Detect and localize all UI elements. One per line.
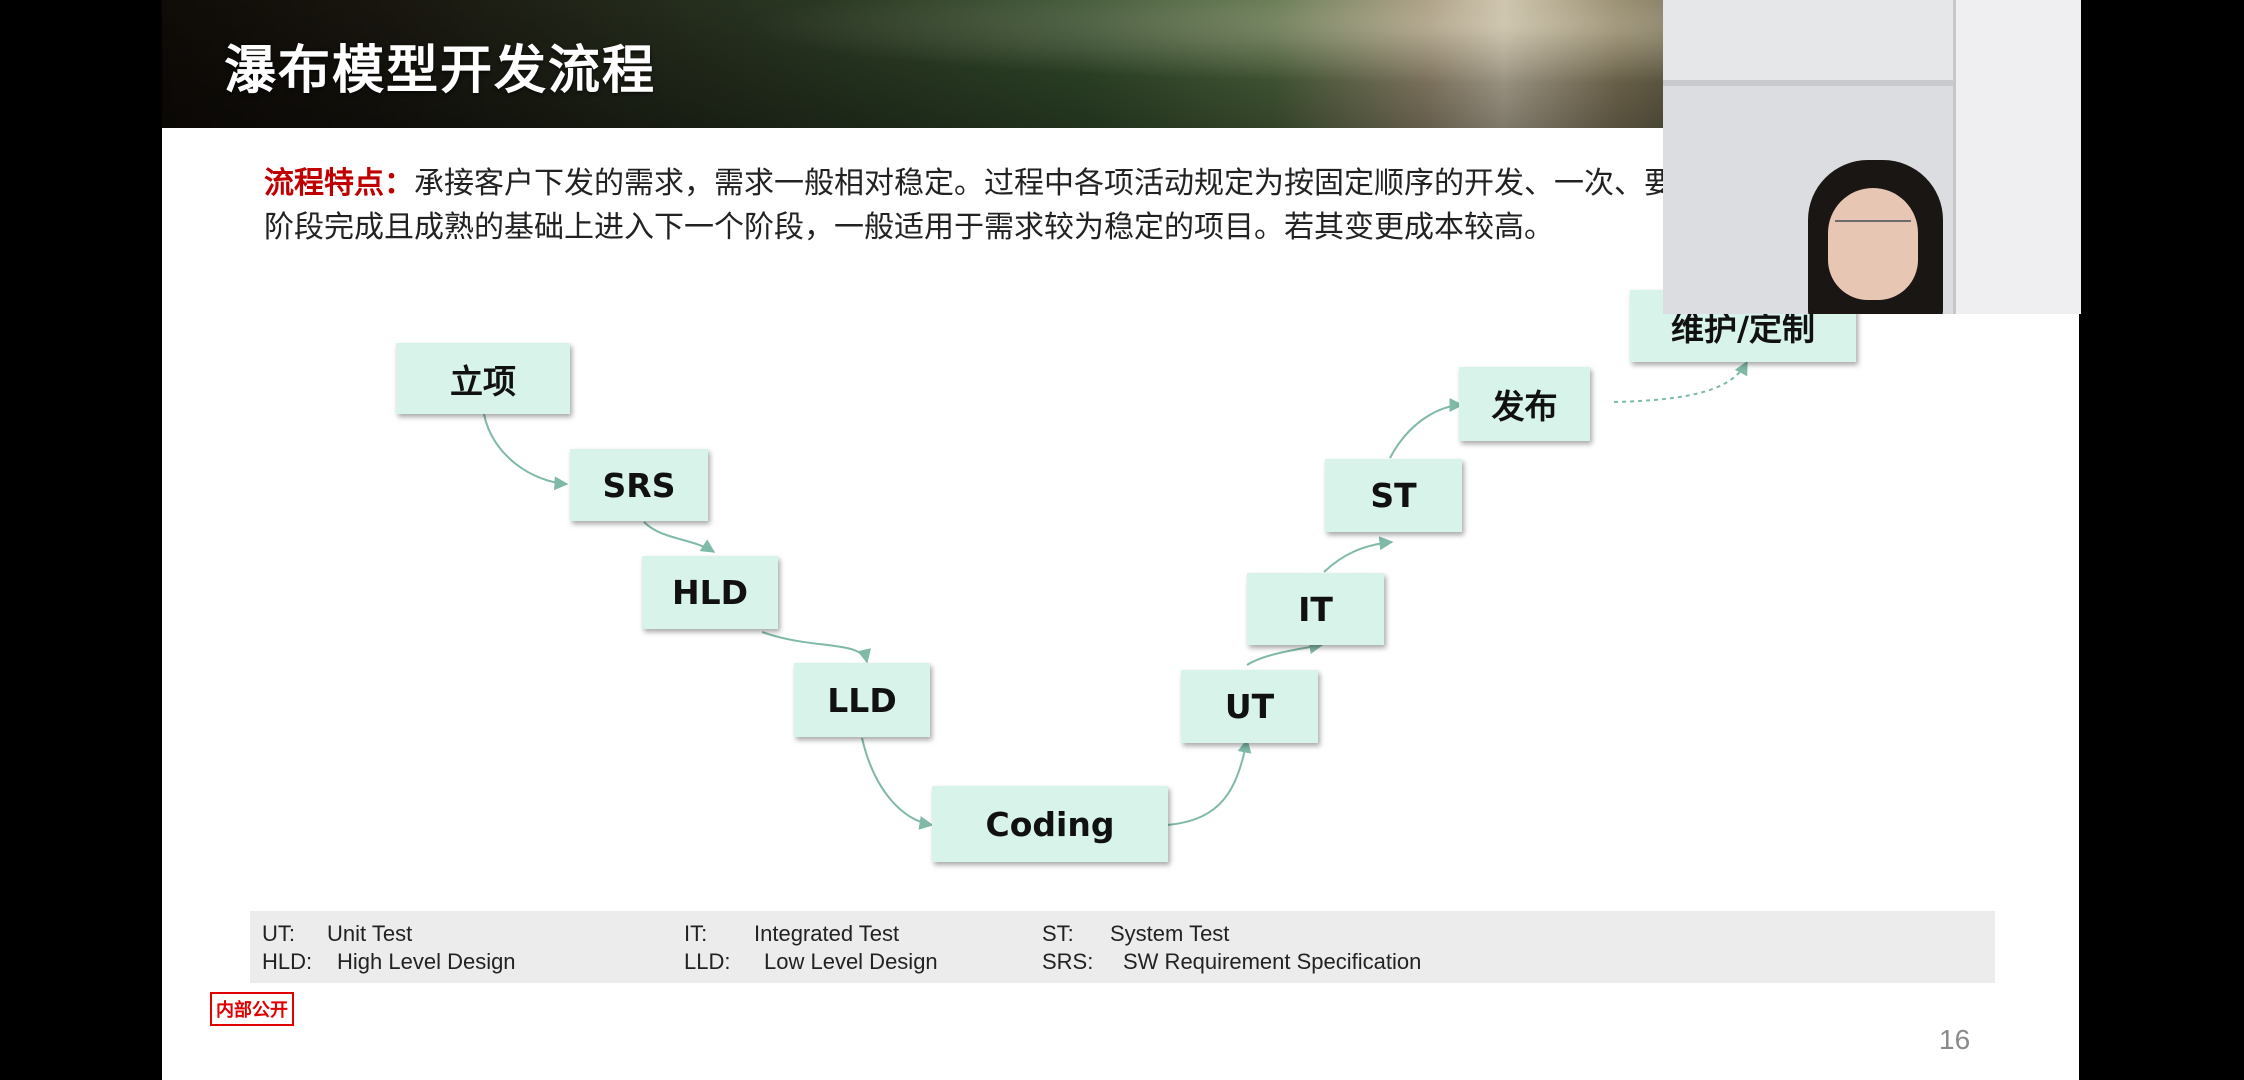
legend-lld-full: Low Level Design [764, 949, 938, 974]
arrow-ut-it [1246, 640, 1324, 666]
arrow-st-fabu [1389, 398, 1464, 459]
arrow-it-st [1323, 536, 1394, 573]
legend-ut-full: Unit Test [327, 921, 413, 946]
node-srs: SRS [570, 449, 708, 521]
arrow-srs-hld [643, 521, 716, 553]
node-coding: Coding [932, 786, 1168, 862]
legend-it-abbr: IT: [684, 921, 708, 946]
node-lixiang: 立项 [396, 343, 570, 414]
node-it: IT [1247, 573, 1384, 645]
node-hld: HLD [642, 556, 778, 629]
node-ut: UT [1181, 670, 1318, 743]
legend-ut-abbr: UT: [262, 921, 295, 946]
presenter-face [1828, 188, 1918, 300]
legend-st-abbr: ST: [1042, 921, 1074, 946]
page-title: 瀑布模型开发流程 [224, 41, 657, 101]
webcam-video-overlay[interactable] [1663, 0, 2081, 314]
arrow-lixiang-srs [483, 413, 569, 491]
video-background-door [1953, 0, 2081, 314]
legend-hld-abbr: HLD: [262, 949, 313, 974]
arrow-lld-coding [861, 737, 934, 830]
node-st: ST [1325, 459, 1462, 532]
legend-srs-abbr: SRS: [1042, 949, 1094, 974]
arrow-coding-ut [1166, 738, 1252, 826]
legend-lld-abbr: LLD: [684, 949, 731, 974]
abbreviation-legend: UT: Unit Test IT: Integrated Test ST: Sy… [250, 911, 1995, 983]
description-label: 流程特点： [264, 166, 414, 201]
page-number: 16 [1939, 1024, 1971, 1055]
waterfall-diagram [483, 360, 1748, 830]
node-fabu: 发布 [1459, 367, 1590, 441]
legend-srs-full: SW Requirement Specification [1123, 949, 1422, 974]
process-description: 流程特点：承接客户下发的需求，需求一般相对稳定。过程中各项活动规定为按固定顺序的… [264, 162, 1824, 250]
legend-st-full: System Test [1110, 921, 1230, 946]
internal-public-badge: 内部公开 [210, 992, 294, 1026]
legend-hld-full: High Level Design [337, 949, 516, 974]
video-background-frame [1663, 80, 1963, 86]
description-text: 承接客户下发的需求，需求一般相对稳定。过程中各项活动规定为按固定顺序的开发、一次… [264, 166, 1824, 245]
presenter-glasses [1835, 220, 1911, 240]
arrow-hld-lld [761, 631, 872, 664]
legend-it-full: Integrated Test [754, 921, 900, 946]
arrow-fabu-weihu [1613, 360, 1748, 403]
node-lld: LLD [794, 663, 930, 737]
